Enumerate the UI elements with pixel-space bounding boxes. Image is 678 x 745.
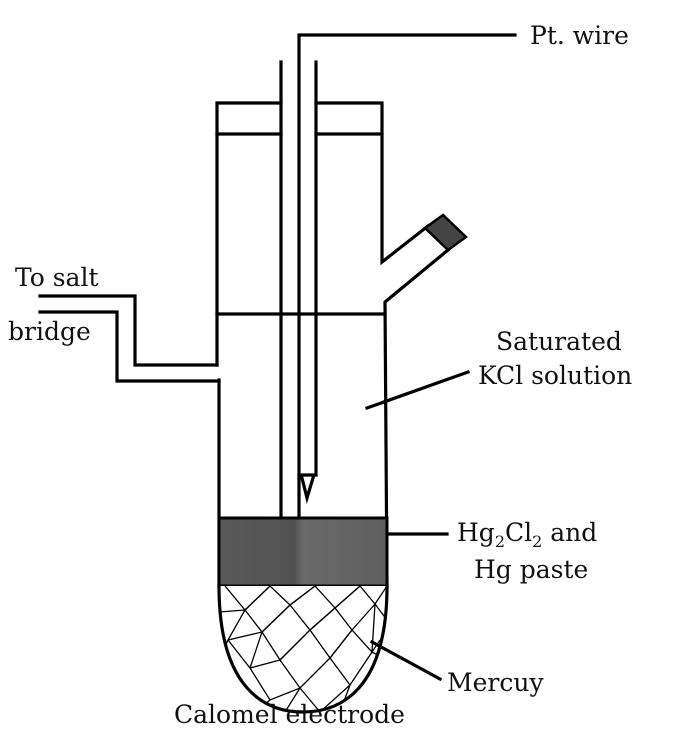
paste-cl: Cl [505,518,532,547]
salt-bridge-lower [38,310,221,383]
kcl-label-line1: Saturated [496,327,622,356]
paste-and: and [542,518,597,547]
salt-bridge-upper [38,294,219,367]
pt-wire-label: Pt. wire [530,21,629,50]
pt-wire-tip [297,473,318,505]
kcl-leader-line [364,369,471,411]
pt-wire-lead [297,33,517,480]
salt-bridge-label-line1: To salt [15,263,99,292]
side-arm-lower [383,247,451,588]
outer-tube-right-wall [380,132,431,266]
paste-sub2: 2 [532,532,542,551]
mercury-leader-line [369,639,443,682]
paste-hg: Hg [457,518,495,547]
mercury-label: Mercuy [447,668,544,697]
side-arm-stopper [423,213,468,252]
kcl-label-line2: KCl solution [478,361,632,390]
mercury-bowl-outline [217,584,389,714]
hg2cl2-paste-layer [217,516,389,588]
cap-right [314,101,384,136]
diagram-title: Calomel electrode [174,700,405,729]
cap-left [215,101,283,136]
salt-bridge-label-line2: bridge [8,317,91,346]
paste-label-line2: Hg paste [474,555,588,584]
paste-label-line1: Hg2Cl2 and [457,518,597,551]
mercury-pool [219,586,387,712]
paste-sub1: 2 [495,532,505,551]
